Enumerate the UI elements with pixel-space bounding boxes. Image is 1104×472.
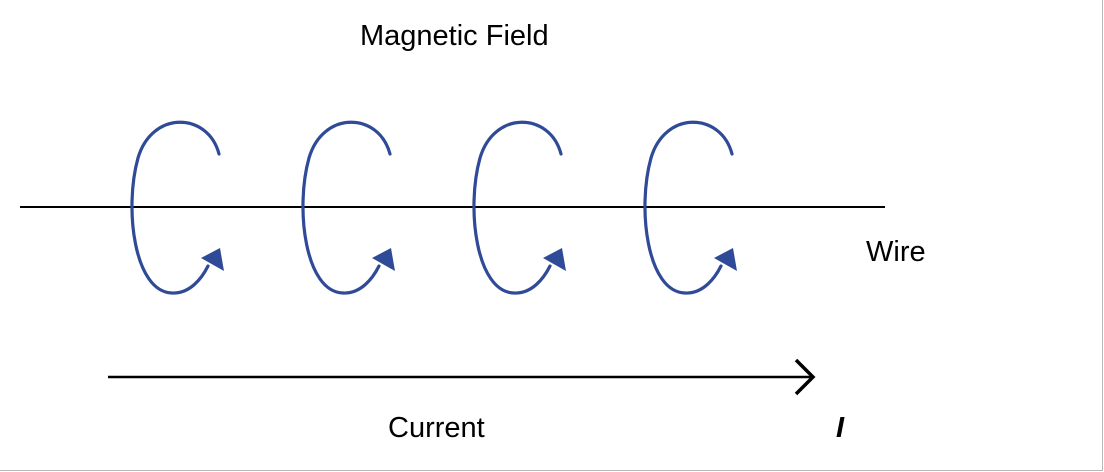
field-loop: [472, 120, 566, 295]
diagram-title: Magnetic Field: [360, 20, 549, 52]
field-loop: [643, 120, 737, 295]
field-loop-curve: [301, 120, 392, 295]
field-loop-arrowhead: [372, 248, 395, 271]
field-loop-curve: [643, 120, 734, 295]
field-loop-curve: [130, 120, 221, 295]
current-symbol: I: [836, 412, 845, 444]
field-loop-arrowhead: [201, 248, 224, 271]
current-arrow: [108, 358, 816, 396]
current-arrow-head: [794, 358, 816, 396]
field-loop-arrowhead: [714, 248, 737, 271]
field-loop: [301, 120, 395, 295]
field-loop-arrowhead: [543, 248, 566, 271]
wire-label: Wire: [866, 236, 926, 268]
current-label: Current: [388, 412, 485, 444]
field-loop-curve: [472, 120, 563, 295]
field-loops: [130, 120, 737, 295]
field-loop: [130, 120, 224, 295]
